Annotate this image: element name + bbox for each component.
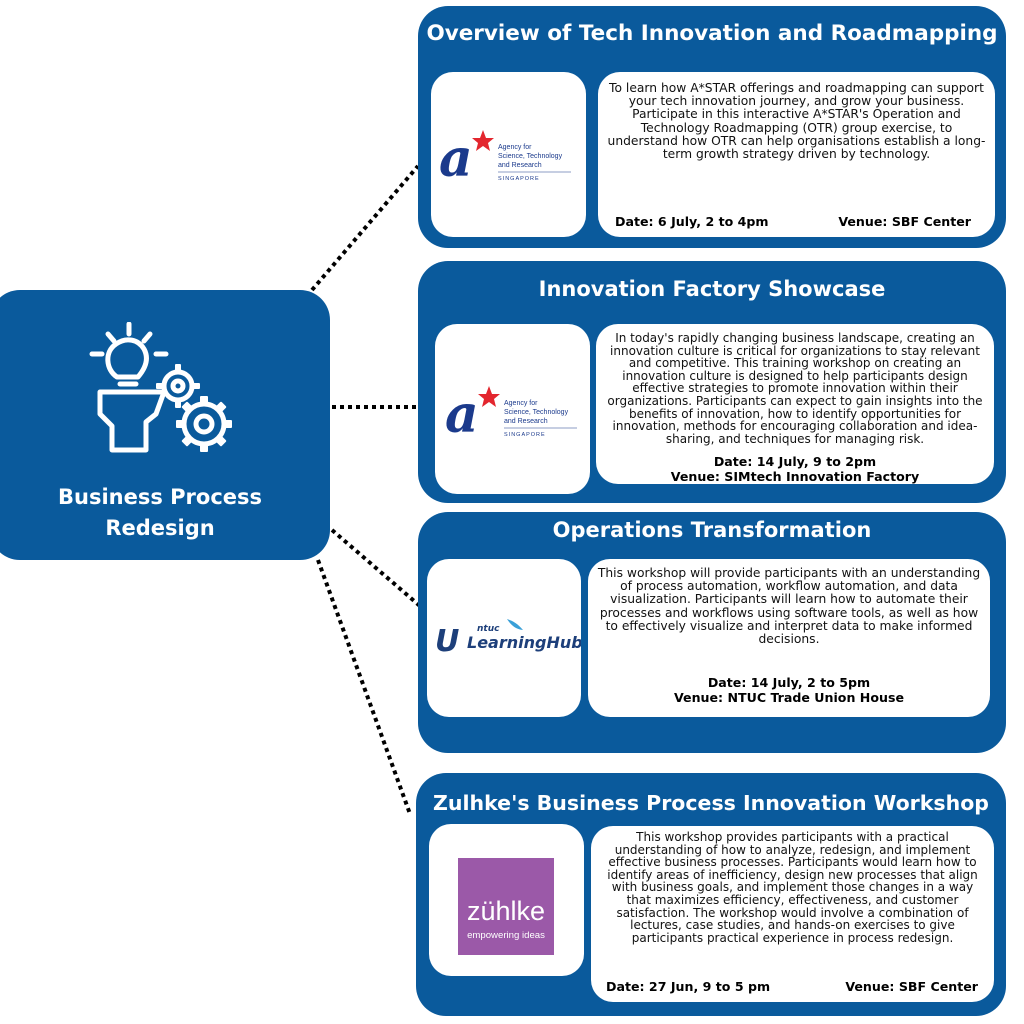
ntuc-logo-box: U ntuc LearningHub bbox=[427, 559, 581, 717]
card-title: Innovation Factory Showcase bbox=[538, 277, 886, 301]
hub-title: Business Process Redesign bbox=[0, 482, 330, 544]
card-operations-transformation: Operations Transformation U ntuc Learnin… bbox=[418, 512, 1006, 753]
ntuc-logo-mark: U bbox=[435, 624, 459, 659]
card-venue: Venue: NTUC Trade Union House bbox=[673, 690, 905, 705]
lightbulb-head-gears-icon bbox=[89, 322, 232, 453]
astar-logo-box: a Agency for Science, Technology and Res… bbox=[431, 72, 586, 237]
description-box: In today's rapidly changing business lan… bbox=[596, 324, 994, 484]
ntuc-learninghub-logo: U ntuc LearningHub bbox=[435, 619, 581, 659]
zuhlke-logo-box: zühlke empowering ideas bbox=[429, 824, 584, 976]
card-date: Date: 27 Jun, 9 to 5 pm bbox=[606, 979, 771, 994]
astar-logo: a Agency for Science, Technology and Res… bbox=[439, 128, 571, 189]
card-description: To learn how A*STAR offerings and roadma… bbox=[607, 81, 986, 162]
astar-line3: and Research bbox=[498, 162, 542, 169]
hub-title-line2: Redesign bbox=[105, 516, 215, 540]
astar-line4: SINGAPORE bbox=[504, 432, 546, 438]
card-description: This workshop will provide participants … bbox=[597, 566, 981, 647]
ntuc-logo-small: ntuc bbox=[477, 624, 500, 634]
astar-logo-box: a Agency for Science, Technology and Res… bbox=[435, 324, 590, 494]
connector-line-4 bbox=[316, 559, 412, 815]
card-innovation-factory: Innovation Factory Showcase a Agency for… bbox=[418, 261, 1006, 503]
card-venue: Venue: SBF Center bbox=[838, 214, 971, 229]
connector-line-3 bbox=[330, 528, 422, 608]
description-box: This workshop will provide participants … bbox=[588, 559, 990, 717]
card-venue: Venue: SBF Center bbox=[845, 979, 978, 994]
card-date: Date: 14 July, 9 to 2pm bbox=[713, 454, 877, 469]
card-zuhlke-workshop: Zulhke's Business Process Innovation Wor… bbox=[416, 773, 1006, 1016]
astar-line3: and Research bbox=[504, 418, 548, 425]
card-date: Date: 6 July, 2 to 4pm bbox=[615, 214, 769, 229]
ntuc-logo-main: LearningHub bbox=[467, 633, 581, 652]
hub-box: Business Process Redesign bbox=[0, 290, 330, 560]
card-title: Operations Transformation bbox=[552, 518, 872, 542]
card-tech-innovation: Overview of Tech Innovation and Roadmapp… bbox=[418, 6, 1006, 248]
card-description: This workshop provides participants with… bbox=[607, 830, 978, 945]
card-description: In today's rapidly changing business lan… bbox=[607, 331, 983, 446]
astar-line4: SINGAPORE bbox=[498, 176, 540, 182]
astar-logo: a Agency for Science, Technology and Res… bbox=[445, 384, 577, 445]
card-title: Overview of Tech Innovation and Roadmapp… bbox=[426, 21, 998, 46]
zuhlke-logo-tagline: empowering ideas bbox=[467, 930, 545, 941]
connector-line-1 bbox=[310, 164, 420, 292]
astar-line1: Agency for bbox=[504, 400, 538, 407]
description-box: To learn how A*STAR offerings and roadma… bbox=[598, 72, 995, 237]
card-date: Date: 14 July, 2 to 5pm bbox=[707, 675, 871, 690]
astar-line1: Agency for bbox=[498, 144, 532, 151]
card-title: Zulhke's Business Process Innovation Wor… bbox=[433, 791, 989, 815]
zuhlke-logo: zühlke empowering ideas bbox=[458, 858, 554, 955]
astar-line2: Science, Technology bbox=[504, 409, 569, 416]
hub-title-line1: Business Process bbox=[57, 485, 263, 509]
description-box: This workshop provides participants with… bbox=[591, 826, 994, 1002]
zuhlke-logo-name: zühlke bbox=[467, 896, 545, 926]
card-venue: Venue: SIMtech Innovation Factory bbox=[670, 469, 920, 484]
astar-logo-mark: a bbox=[445, 384, 479, 445]
astar-line2: Science, Technology bbox=[498, 153, 563, 160]
astar-logo-mark: a bbox=[439, 128, 473, 189]
